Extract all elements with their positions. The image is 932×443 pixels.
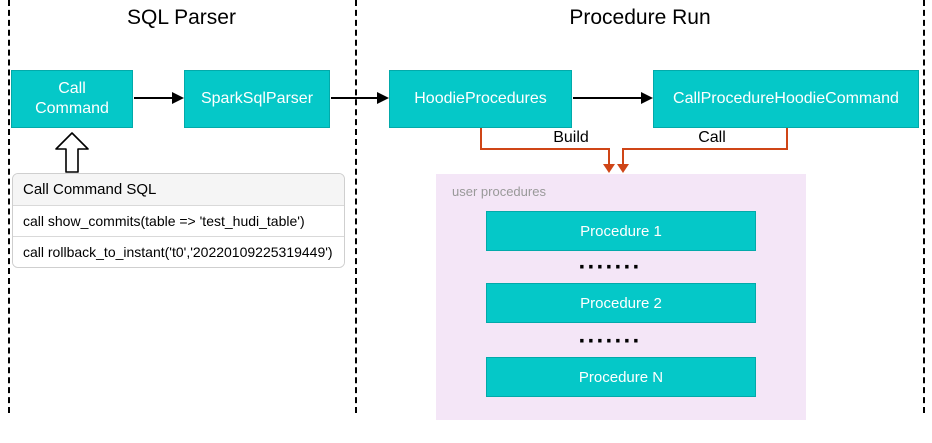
call-procedure-hoodie-command-node: CallProcedureHoodieCommand bbox=[653, 70, 919, 128]
arrowhead-right-icon bbox=[172, 92, 184, 104]
sql-list-row: call show_commits(table => 'test_hudi_ta… bbox=[13, 206, 344, 236]
spark-sql-parser-node: SparkSqlParser bbox=[184, 70, 330, 128]
up-arrow-icon bbox=[55, 132, 89, 173]
arrow-line bbox=[134, 97, 172, 99]
ellipsis-dots: ······· bbox=[578, 328, 642, 355]
sql-parser-title: SQL Parser bbox=[127, 6, 236, 29]
dashed-border-right bbox=[923, 0, 925, 413]
hoodie-procedures-node: HoodieProcedures bbox=[389, 70, 572, 128]
spark-sql-parser-label: SparkSqlParser bbox=[200, 90, 314, 107]
hoodie-procedures-label: HoodieProcedures bbox=[414, 90, 547, 107]
dashed-divider-middle bbox=[355, 0, 357, 413]
sql-list-header: Call Command SQL bbox=[13, 174, 344, 206]
procedure-2-node: Procedure 2 bbox=[486, 283, 756, 323]
call-connector-segment bbox=[622, 148, 624, 166]
arrow-line bbox=[573, 97, 641, 99]
procedure-2-label: Procedure 2 bbox=[580, 294, 662, 312]
build-connector-segment bbox=[608, 148, 610, 166]
call-connector-segment bbox=[786, 128, 788, 150]
build-connector-segment bbox=[480, 148, 610, 150]
arrow-line bbox=[331, 97, 377, 99]
call-command-sql-list: Call Command SQL call show_commits(table… bbox=[12, 173, 345, 268]
procedure-n-label: Procedure N bbox=[578, 368, 664, 386]
ellipsis-dots: ······· bbox=[578, 254, 642, 281]
arrowhead-down-icon bbox=[617, 164, 629, 173]
arrowhead-down-icon bbox=[603, 164, 615, 173]
arrowhead-right-icon bbox=[377, 92, 389, 104]
procedure-1-node: Procedure 1 bbox=[486, 211, 756, 251]
build-connector-segment bbox=[480, 128, 482, 150]
call-procedure-hoodie-command-label: CallProcedureHoodieCommand bbox=[673, 90, 899, 107]
dashed-border-left bbox=[8, 0, 10, 413]
user-procedures-label: user procedures bbox=[452, 184, 546, 199]
procedure-1-label: Procedure 1 bbox=[580, 222, 662, 240]
procedure-run-title: Procedure Run bbox=[569, 6, 711, 29]
call-connector-segment bbox=[622, 148, 788, 150]
call-command-node: Call Command bbox=[11, 70, 133, 128]
procedure-n-node: Procedure N bbox=[486, 357, 756, 397]
build-edge-label: Build bbox=[553, 129, 589, 146]
call-edge-label: Call bbox=[698, 129, 726, 146]
sql-list-row: call rollback_to_instant('t0','202201092… bbox=[13, 236, 344, 267]
call-command-label: Call Command bbox=[35, 80, 109, 117]
arrowhead-right-icon bbox=[641, 92, 653, 104]
